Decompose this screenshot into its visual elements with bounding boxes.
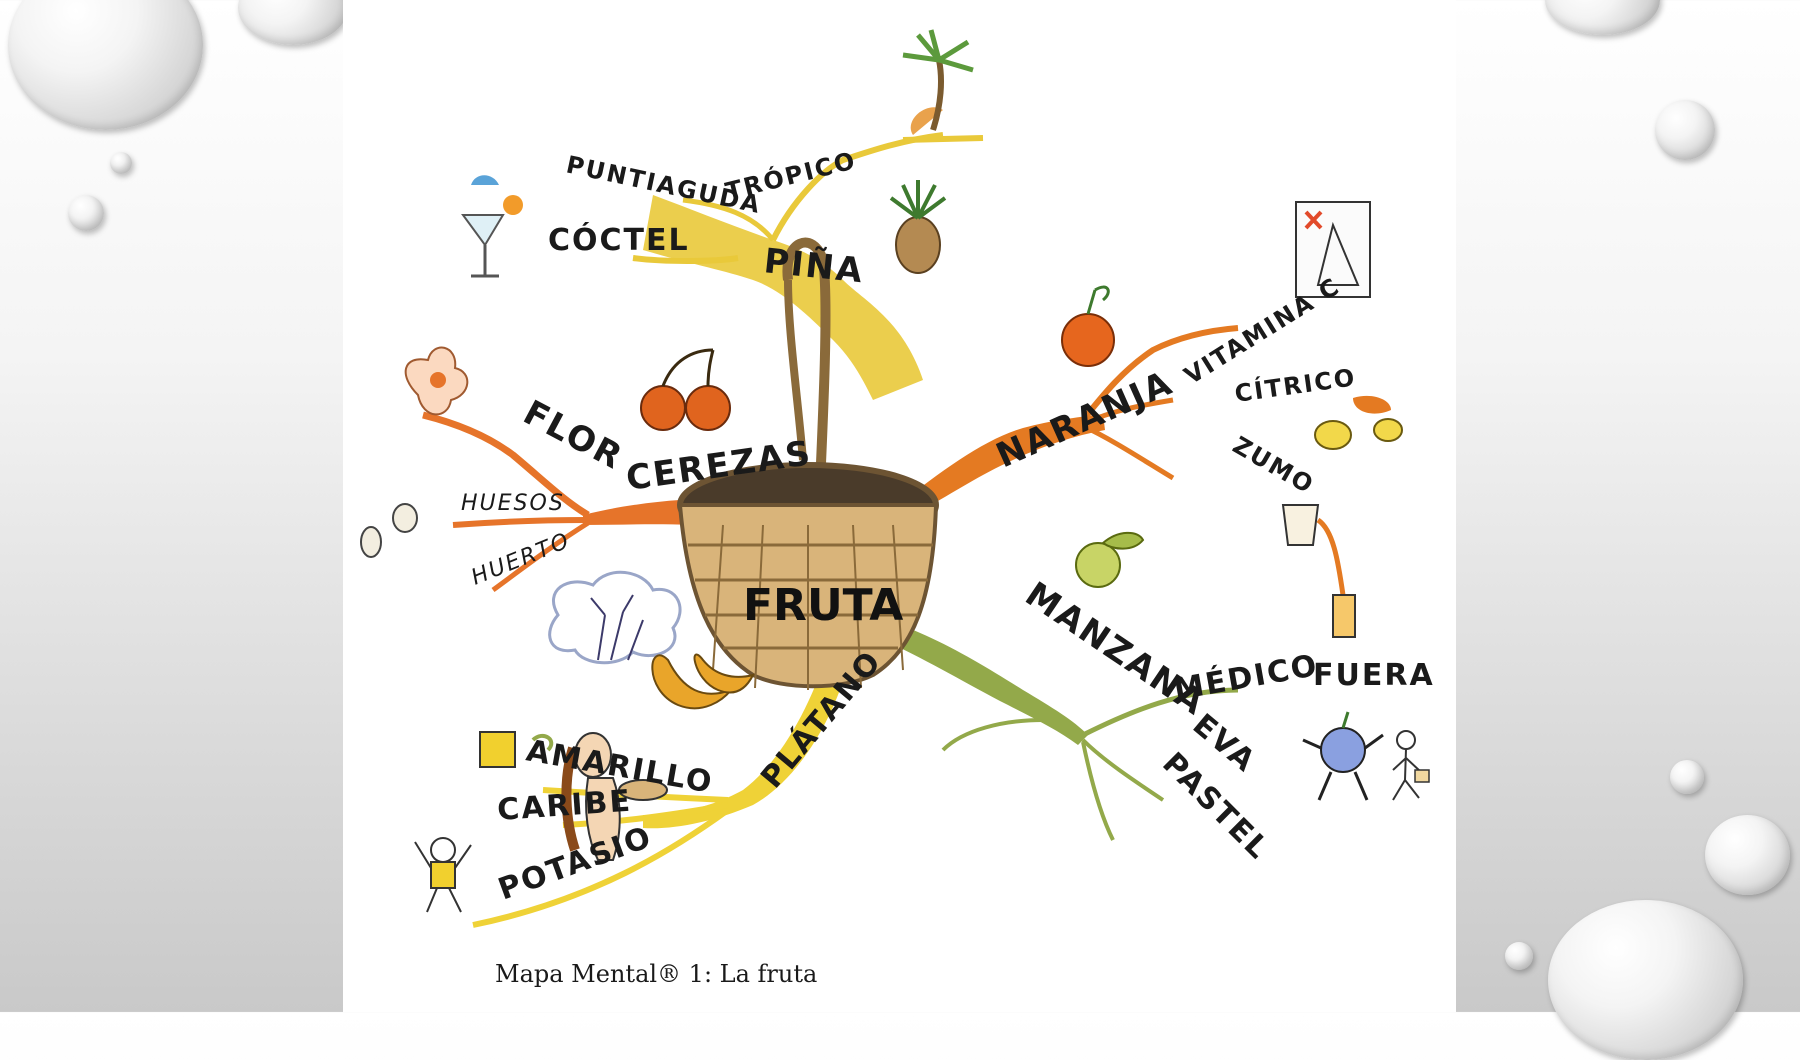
label-huesos: HUESOS <box>461 491 565 516</box>
center-label: FRUTA <box>743 580 903 631</box>
label-citrico: CÍTRICO <box>1233 362 1358 408</box>
banana-icon <box>651 653 755 710</box>
cerezas-twig <box>491 520 590 593</box>
yellow-square-icon <box>479 731 516 768</box>
manzana-twig <box>941 718 1044 752</box>
water-drop-decoration <box>1705 815 1790 895</box>
manzana-twig <box>1081 741 1115 841</box>
pina-twig <box>682 197 775 242</box>
cherries-icon <box>640 348 731 431</box>
water-drop-decoration <box>110 152 132 174</box>
water-drop-decoration <box>1545 0 1660 35</box>
naranja-twig <box>1080 325 1239 422</box>
manzana-twig <box>1081 687 1239 738</box>
pina-branch <box>643 195 923 400</box>
naranja-twig <box>1081 397 1174 427</box>
pina-twig <box>632 255 739 264</box>
flower-icon <box>404 346 469 416</box>
label-coctel: CÓCTEL <box>548 221 690 258</box>
label-tropico: TRÓPICO <box>722 144 859 205</box>
water-drop-decoration <box>238 0 348 45</box>
eve-figure-icon <box>531 732 668 861</box>
label-zumo: ZUMO <box>1228 431 1319 500</box>
mind-map-image: FRUTA <box>343 0 1456 1012</box>
label-pastel: PASTEL <box>1155 746 1276 867</box>
water-drop-decoration <box>1670 760 1704 794</box>
platano-twig <box>472 807 730 928</box>
figure-caption: Mapa Mental® 1: La fruta <box>495 960 818 988</box>
juice-pitcher-icon <box>1281 504 1356 638</box>
pineapple-icon <box>889 180 947 274</box>
manzana-twig <box>1081 738 1165 802</box>
water-drop-decoration <box>1548 900 1743 1060</box>
lemons-icon <box>1314 395 1403 450</box>
cerezas-twig <box>452 517 589 528</box>
platano-twig <box>562 802 729 828</box>
label-flor: FLOR <box>517 393 630 478</box>
naranja-twig <box>1081 423 1175 481</box>
water-drop-decoration <box>1655 100 1715 160</box>
cocktail-icon <box>461 175 523 278</box>
apple-icon <box>1075 531 1145 588</box>
walking-doctor-icon <box>1392 730 1430 801</box>
label-huerto: HUERTO <box>468 528 574 590</box>
label-naranja: NARANJA <box>990 363 1179 476</box>
orange-icon <box>1061 285 1115 367</box>
dancing-figure-icon <box>414 837 472 913</box>
seeds-icon <box>360 503 418 558</box>
mind-map-diagram: FRUTA <box>360 29 1435 928</box>
palm-tree-icon <box>902 29 984 143</box>
label-medico: MÉDICO <box>1171 647 1321 708</box>
water-drop-decoration <box>68 195 104 231</box>
manzana-branch <box>883 620 1088 745</box>
running-apple-icon <box>1302 711 1384 801</box>
water-drop-decoration <box>1505 942 1533 970</box>
cerezas-twig <box>422 411 590 519</box>
naranja-branch <box>898 414 1105 520</box>
tree-icon <box>548 570 682 665</box>
basket-icon <box>677 237 939 690</box>
water-drop-decoration <box>8 0 203 130</box>
label-fuera: FUERA <box>1313 658 1435 693</box>
doctor-sign-icon <box>1295 201 1371 298</box>
